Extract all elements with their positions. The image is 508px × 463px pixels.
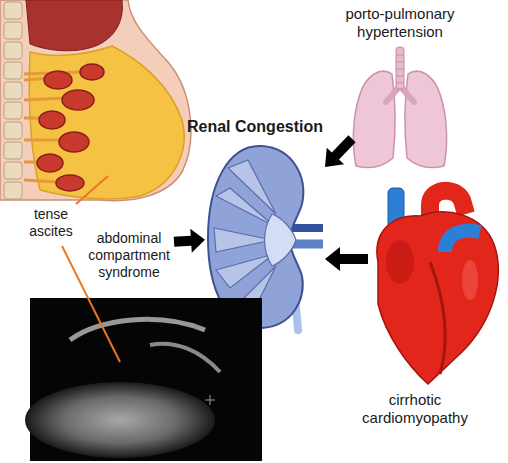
renal-pyramids-part	[216, 188, 274, 226]
spine	[4, 2, 22, 199]
condition-label-node: abdominal compartment syndrome	[84, 228, 174, 283]
node-heading: Renal Congestion	[187, 117, 323, 136]
spine-part	[4, 102, 22, 119]
mesentery	[24, 72, 82, 182]
ultrasound-image-part	[150, 344, 220, 372]
lungs-illustration-part	[405, 71, 447, 167]
heart-illustration-part	[377, 212, 498, 384]
spine-part	[4, 142, 22, 159]
lungs-illustration-part	[396, 55, 404, 83]
intestine-loops-part	[80, 64, 104, 80]
block-arrow	[325, 135, 356, 167]
ultrasound-image-part	[70, 319, 205, 340]
intestine-loops-part	[37, 154, 63, 172]
intestine-loops-part	[39, 111, 65, 129]
spine-part	[4, 42, 22, 59]
intestine-loops	[37, 64, 104, 191]
heart-node: cirrhotic cardiomyopathy	[368, 185, 500, 385]
renal-pelvis	[265, 214, 297, 266]
heart-illustration-part	[445, 231, 480, 252]
mesentery-part	[24, 139, 62, 142]
spine-part	[4, 62, 22, 79]
ultrasound-image-part	[205, 395, 215, 405]
heart-illustration-part	[430, 262, 445, 374]
mesentery-part	[24, 98, 66, 100]
block-arrow	[325, 247, 368, 271]
abdomen-illustration	[0, 0, 191, 201]
annotation-label: tense ascites	[20, 206, 82, 240]
leader-lines-part	[76, 176, 108, 204]
lungs-illustration	[353, 47, 446, 168]
spine-part	[4, 82, 22, 99]
lungs-illustration-part	[353, 71, 395, 167]
liver	[26, 0, 122, 51]
node-text: abdominal compartment syndrome	[84, 230, 174, 280]
heart-illustration	[377, 185, 498, 384]
intestine-loops-part	[62, 90, 94, 110]
renal-pyramids-part	[214, 228, 272, 252]
heart-illustration-part	[386, 240, 414, 284]
spine-part	[4, 162, 22, 179]
spine-part	[4, 22, 22, 39]
block-arrow	[174, 229, 205, 253]
ultrasound-image-part	[25, 382, 215, 458]
intestine-loops-part	[56, 175, 84, 191]
intestine-loops-part	[44, 71, 72, 89]
spine-part	[4, 2, 22, 19]
node-heading: porto-pulmonary hypertension	[330, 5, 470, 41]
ultrasound-image	[25, 298, 262, 461]
lungs-illustration-part	[396, 47, 404, 89]
heart-illustration-part	[438, 185, 454, 196]
abdomen-illustration-part	[0, 0, 191, 201]
spine-part	[4, 182, 22, 199]
spine-part	[4, 122, 22, 139]
heart-illustration-part	[462, 260, 478, 300]
intestine-loops-part	[59, 132, 89, 152]
kidney-node: Renal Congestion	[205, 140, 325, 332]
leader-lines-part	[62, 246, 120, 362]
node-heading: cirrhotic cardiomyopathy	[350, 391, 480, 427]
mesentery-part	[24, 180, 58, 182]
lungs-node: porto-pulmonary hypertension	[352, 45, 448, 170]
